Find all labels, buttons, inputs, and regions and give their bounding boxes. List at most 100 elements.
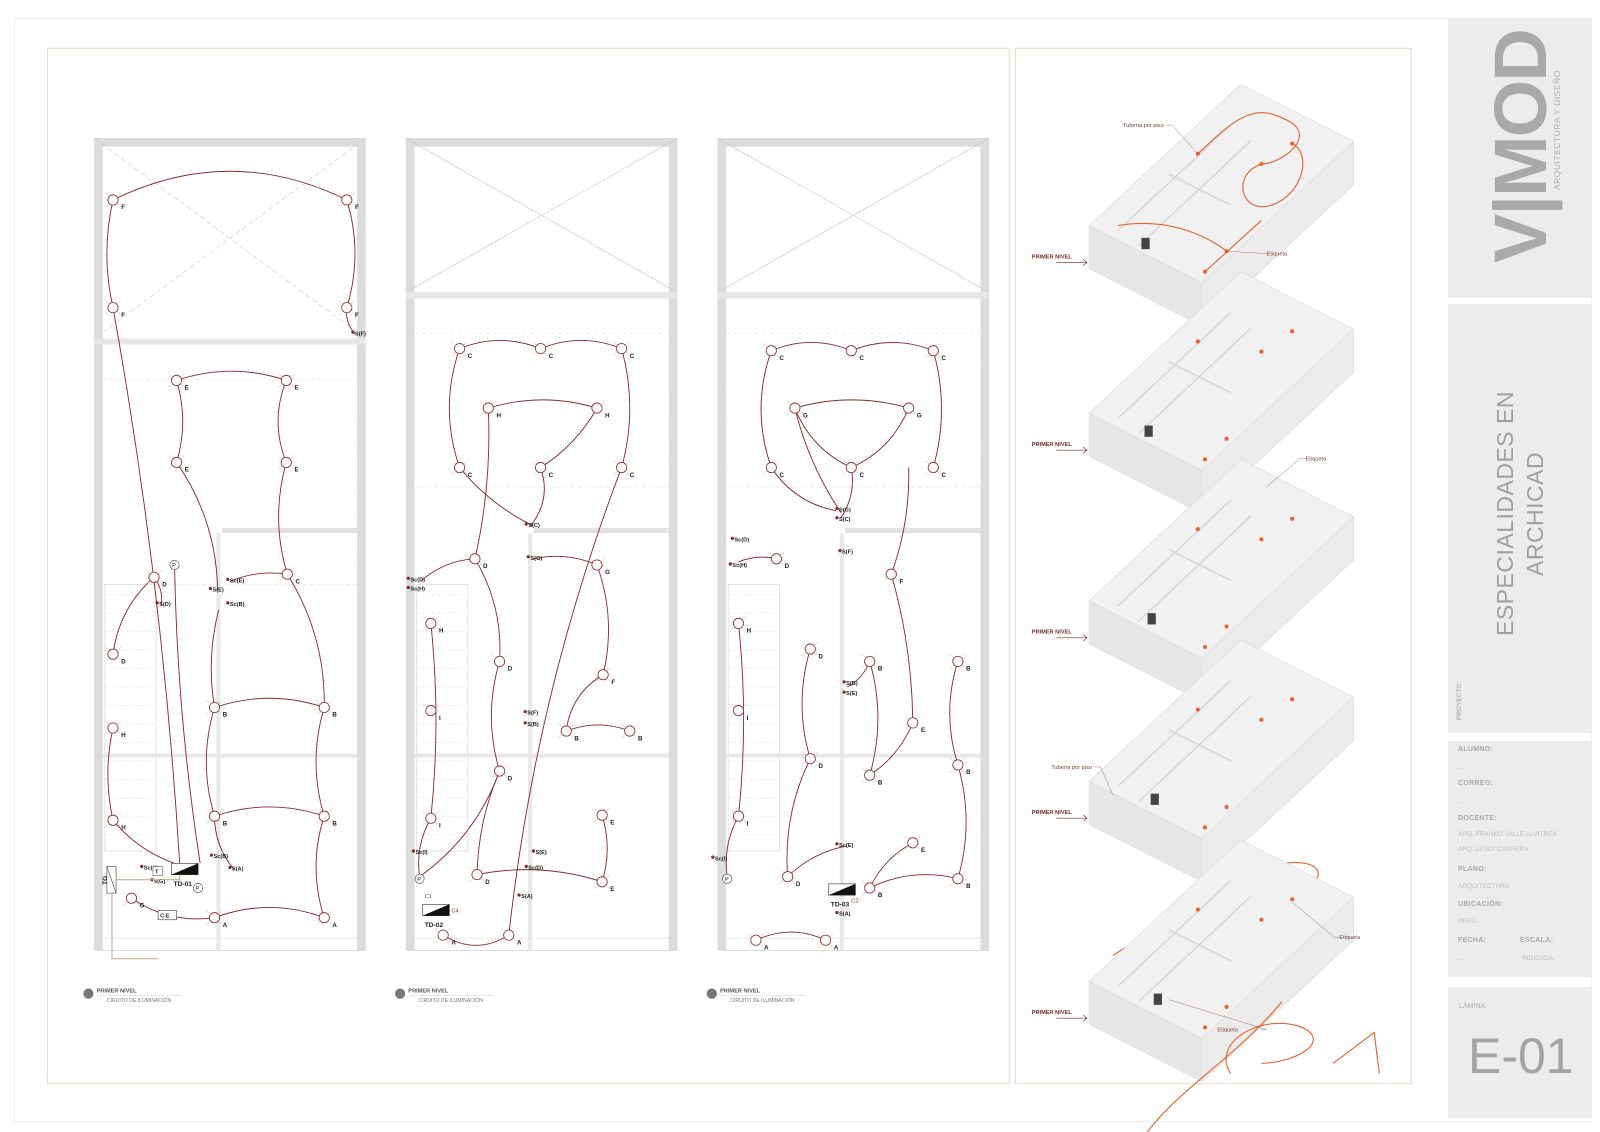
circuit-wire (566, 724, 630, 732)
light-fixture: G (786, 400, 808, 419)
fixture-fill (617, 463, 626, 472)
callout-label: Tubería por piso (1123, 123, 1164, 129)
circuit-wire (174, 564, 201, 864)
sheet-border (14, 17, 1593, 1123)
fixture-fill (821, 936, 830, 945)
fixture-fill (625, 726, 634, 736)
wall-right (357, 138, 366, 951)
fixture-fill (599, 670, 608, 679)
iso-interior-walls (1117, 880, 1252, 1003)
plan-caption-bullet (83, 988, 94, 999)
switch-icon (835, 910, 839, 915)
light-fixture: D (801, 641, 823, 660)
circuit-wire (787, 845, 848, 878)
fixture-label: B (966, 883, 971, 890)
fixture-label: F (121, 312, 125, 319)
fixture-label: B (223, 820, 228, 827)
switch-label: S(E) (846, 691, 857, 697)
fixture-label: D (508, 775, 513, 782)
light-fixture: E (593, 874, 614, 893)
interior-wall (839, 533, 844, 951)
fixture-fill (108, 723, 118, 733)
light-fixture: H (104, 812, 126, 832)
fixture-label: D (483, 563, 488, 570)
circuit-wire (277, 380, 287, 463)
light-fixture: D (779, 869, 801, 888)
iso-interior-walls (1117, 124, 1252, 247)
circuit-wire (476, 869, 603, 883)
light-fixture: C (924, 343, 947, 362)
fixture-label: E (185, 385, 189, 392)
fixture-fill (734, 619, 743, 628)
callout-label: Etiqueta (1306, 456, 1328, 462)
light-fixture: E (168, 373, 189, 392)
fixture-fill (751, 936, 761, 945)
iso-distribution-board (1150, 793, 1159, 805)
light-fixture: C (451, 341, 473, 360)
iso-level-label: PRIMER NIVEL (1032, 1010, 1073, 1016)
circuit-tag: C1 (425, 894, 432, 900)
interior-wall (102, 753, 358, 758)
light-fixture: D (466, 551, 488, 570)
fixture-label: I (747, 820, 749, 827)
thermostat-icon (152, 866, 163, 876)
interior-wall (726, 753, 981, 758)
iso-fixture-marker (1195, 339, 1200, 344)
fixture-label: I (747, 715, 749, 722)
iso-fixture-marker (1195, 707, 1200, 712)
iso-fixture-marker (1259, 537, 1264, 542)
fixture-label: C (779, 355, 784, 362)
callout-leader (1292, 902, 1340, 938)
iso-fixture-marker (1202, 457, 1208, 462)
fixture-fill (847, 346, 856, 355)
fixture-fill (282, 458, 291, 467)
fixture-label: B (332, 820, 337, 827)
interior-wall (528, 533, 533, 951)
fixture-label: B (223, 712, 228, 719)
switch-icon (228, 865, 232, 870)
circuit-wire (529, 467, 545, 527)
fixture-fill (598, 877, 607, 886)
callout-leader (1266, 458, 1306, 488)
switch-label: s(G) (154, 879, 165, 885)
callout-leader (1169, 999, 1267, 1030)
callout-label: Tubería por piso (1051, 765, 1092, 771)
switch-label: S(D) (159, 602, 171, 608)
light-fixture: I (730, 808, 749, 827)
light-fixture: D (491, 654, 513, 673)
iso-level-arrow (1056, 814, 1088, 822)
switch-label: Sc(E) (839, 843, 854, 849)
iso-fixture-marker (1224, 436, 1229, 441)
fixture-fill (504, 931, 513, 940)
iso-fixture-marker (1259, 917, 1264, 922)
plan-outline (717, 138, 990, 951)
fixture-label: F (355, 312, 359, 319)
fixture-label: A (834, 944, 839, 951)
light-fixture: C (924, 460, 947, 479)
iso-fixture-marker (1202, 825, 1208, 830)
circuit-wire (565, 674, 604, 732)
fixture-label: D (485, 879, 490, 886)
switch-icon (411, 849, 416, 853)
circuit-wire (949, 661, 959, 766)
fixture-fill (210, 913, 219, 922)
light-fixture: C (762, 343, 784, 362)
circuit-wire (738, 556, 777, 563)
plan-outline (405, 138, 678, 951)
escala-label: ESCALA: (1520, 937, 1554, 944)
circuit-wire (430, 623, 437, 819)
void-cross-line (94, 138, 366, 339)
fixture-fill (172, 458, 181, 467)
fixture-fill (806, 754, 815, 763)
light-fixture: E (277, 373, 299, 392)
iso-fixture-marker (1290, 697, 1295, 702)
light-fixture: B (861, 880, 883, 899)
wall-left (406, 138, 415, 951)
circuit-wire (794, 407, 852, 468)
front-edge (717, 937, 989, 951)
fixture-fill (320, 812, 329, 821)
fixture-label: F (611, 679, 615, 686)
correo-label: CORREO: (1458, 780, 1494, 787)
pump-label: P (196, 886, 200, 892)
